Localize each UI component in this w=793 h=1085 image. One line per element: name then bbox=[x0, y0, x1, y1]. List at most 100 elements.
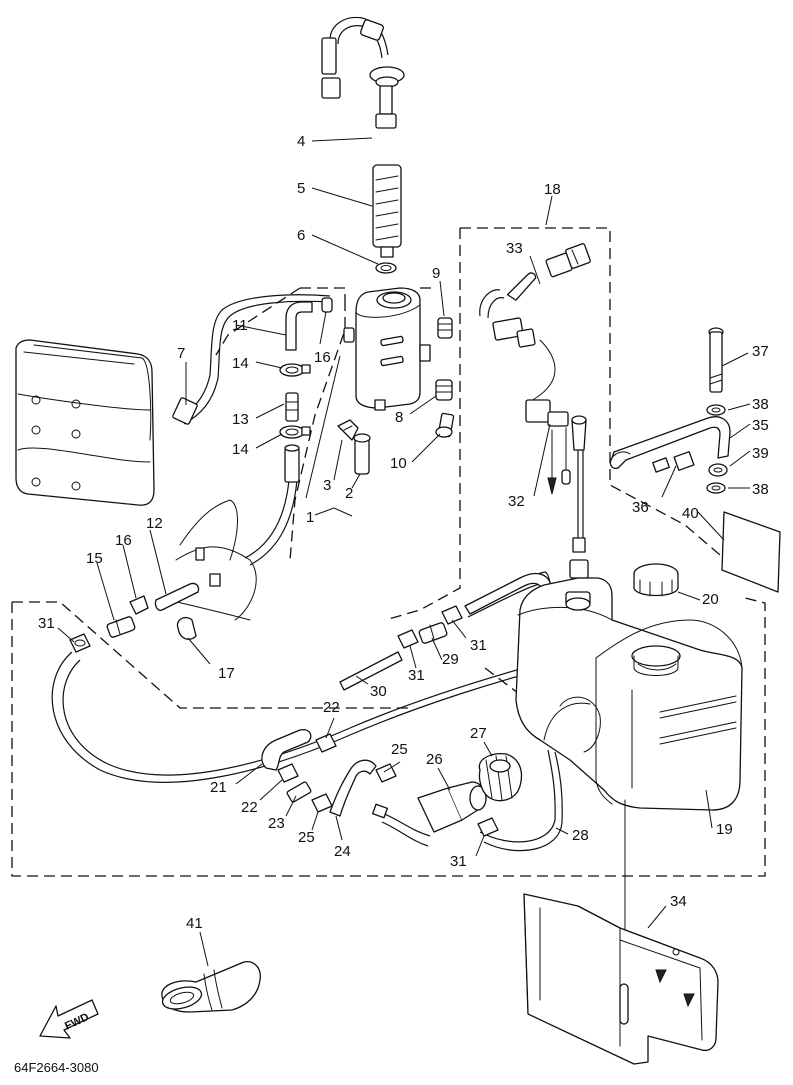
callout-24: 24 bbox=[334, 843, 351, 860]
callout-32: 32 bbox=[508, 493, 525, 510]
engine-block-fragment bbox=[159, 499, 257, 621]
callout-31-center: 31 bbox=[408, 667, 425, 684]
callout-11: 11 bbox=[232, 317, 248, 334]
callout-2: 2 bbox=[345, 485, 353, 502]
callout-8: 8 bbox=[395, 409, 403, 426]
callout-12: 12 bbox=[146, 515, 163, 532]
part-10-bolt bbox=[435, 412, 455, 438]
part-1-fuel-filter-assembly bbox=[343, 287, 431, 411]
part-17-clip bbox=[176, 616, 197, 640]
part-11-hose bbox=[285, 301, 313, 351]
callout-34: 34 bbox=[670, 893, 687, 910]
part-37-bolt bbox=[708, 327, 724, 393]
part-25-clamp-lower bbox=[311, 793, 333, 813]
part-31-clamp-left bbox=[69, 633, 91, 653]
callout-7: 7 bbox=[177, 345, 185, 362]
callout-9: 9 bbox=[432, 265, 440, 282]
callout-6: 6 bbox=[297, 227, 305, 244]
callout-38-upper: 38 bbox=[752, 396, 769, 413]
part-31-clamp-right bbox=[441, 605, 463, 625]
part-35-bracket bbox=[609, 416, 731, 470]
callout-18: 18 bbox=[544, 181, 561, 198]
callout-labels: 1 2 3 4 5 6 7 8 9 10 11 12 13 14 14 15 1… bbox=[38, 133, 769, 932]
part-6-o-ring bbox=[375, 262, 397, 274]
part-19-tank bbox=[515, 577, 743, 811]
part-31-clamp-center bbox=[397, 629, 419, 649]
callout-5: 5 bbox=[297, 180, 305, 197]
callout-4: 4 bbox=[297, 133, 305, 150]
hose-segment bbox=[284, 444, 300, 483]
part-2-plug bbox=[353, 433, 371, 475]
callout-29: 29 bbox=[442, 651, 459, 668]
callout-16-lower: 16 bbox=[115, 532, 132, 549]
part-22-clamp-upper bbox=[315, 733, 337, 753]
part-31-clamp-bottom bbox=[477, 817, 499, 837]
callout-30: 30 bbox=[370, 683, 387, 700]
callout-10: 10 bbox=[390, 455, 407, 472]
callout-27: 27 bbox=[470, 725, 487, 742]
callout-25-lower: 25 bbox=[298, 829, 315, 846]
part-13-joint bbox=[285, 392, 299, 422]
part-39-nut bbox=[708, 463, 728, 477]
callout-36: 36 bbox=[632, 499, 649, 516]
fwd-arrow-icon: FWD bbox=[39, 999, 99, 1039]
part-22-clamp-lower bbox=[277, 763, 299, 783]
callout-20: 20 bbox=[702, 591, 719, 608]
part-12-hose bbox=[154, 582, 200, 612]
callout-37: 37 bbox=[752, 343, 769, 360]
catalog-code: 64F2664-3080 bbox=[14, 1060, 99, 1075]
callout-22-lower: 22 bbox=[241, 799, 258, 816]
callout-31-left: 31 bbox=[38, 615, 55, 632]
part-14-clamp-lower bbox=[279, 425, 311, 439]
part-9-nipple bbox=[437, 317, 453, 339]
callout-39: 39 bbox=[752, 445, 769, 462]
callout-23: 23 bbox=[268, 815, 285, 832]
part-15-joint bbox=[106, 616, 136, 638]
part-5-filter-element bbox=[372, 164, 402, 258]
callout-21: 21 bbox=[210, 779, 227, 796]
part-8-nipple bbox=[435, 379, 453, 401]
callout-16-upper: 16 bbox=[314, 349, 331, 366]
leader-lines bbox=[57, 137, 751, 967]
part-14-clamp-upper bbox=[279, 363, 311, 377]
part-16-clip-upper bbox=[321, 297, 333, 313]
callout-14-lower: 14 bbox=[232, 441, 249, 458]
part-32-sender-unit bbox=[525, 399, 589, 579]
part-34-tank-bracket bbox=[523, 799, 719, 1065]
callout-41: 41 bbox=[186, 915, 203, 932]
callout-14-upper: 14 bbox=[232, 355, 249, 372]
callout-35: 35 bbox=[752, 417, 769, 434]
part-30-hose bbox=[339, 651, 403, 691]
callout-13: 13 bbox=[232, 411, 249, 428]
part-4-sender-harness bbox=[321, 16, 405, 129]
part-26-fuel-pump bbox=[372, 781, 487, 847]
part-16-clip-lower bbox=[129, 595, 149, 615]
callout-33: 33 bbox=[506, 240, 523, 257]
callout-22-upper: 22 bbox=[323, 699, 340, 716]
callout-3: 3 bbox=[323, 477, 331, 494]
assembly-boundary-lines bbox=[11, 227, 766, 877]
part-20-tank-cap bbox=[633, 563, 679, 597]
part-23-joint bbox=[286, 781, 312, 803]
part-41-sleeve bbox=[161, 961, 261, 1013]
part-24-hose bbox=[329, 759, 377, 817]
callout-1: 1 bbox=[306, 509, 314, 526]
callout-26: 26 bbox=[426, 751, 443, 768]
callout-38-lower: 38 bbox=[752, 481, 769, 498]
callout-31-bottom: 31 bbox=[450, 853, 467, 870]
callout-40: 40 bbox=[682, 505, 699, 522]
part-25-clamp-upper bbox=[375, 763, 397, 783]
callout-28: 28 bbox=[572, 827, 589, 844]
part-40-label bbox=[721, 511, 781, 593]
callout-17: 17 bbox=[218, 665, 235, 682]
callout-31-right: 31 bbox=[470, 637, 487, 654]
part-38-washer-upper bbox=[706, 404, 726, 416]
part-27-cap bbox=[478, 753, 523, 802]
part-36-pads bbox=[652, 451, 695, 473]
part-21-elbow-hose bbox=[261, 729, 312, 771]
part-38-washer-lower bbox=[706, 482, 726, 494]
callout-25-upper: 25 bbox=[391, 741, 408, 758]
callout-15: 15 bbox=[86, 550, 103, 567]
part-3-clip bbox=[337, 419, 359, 441]
